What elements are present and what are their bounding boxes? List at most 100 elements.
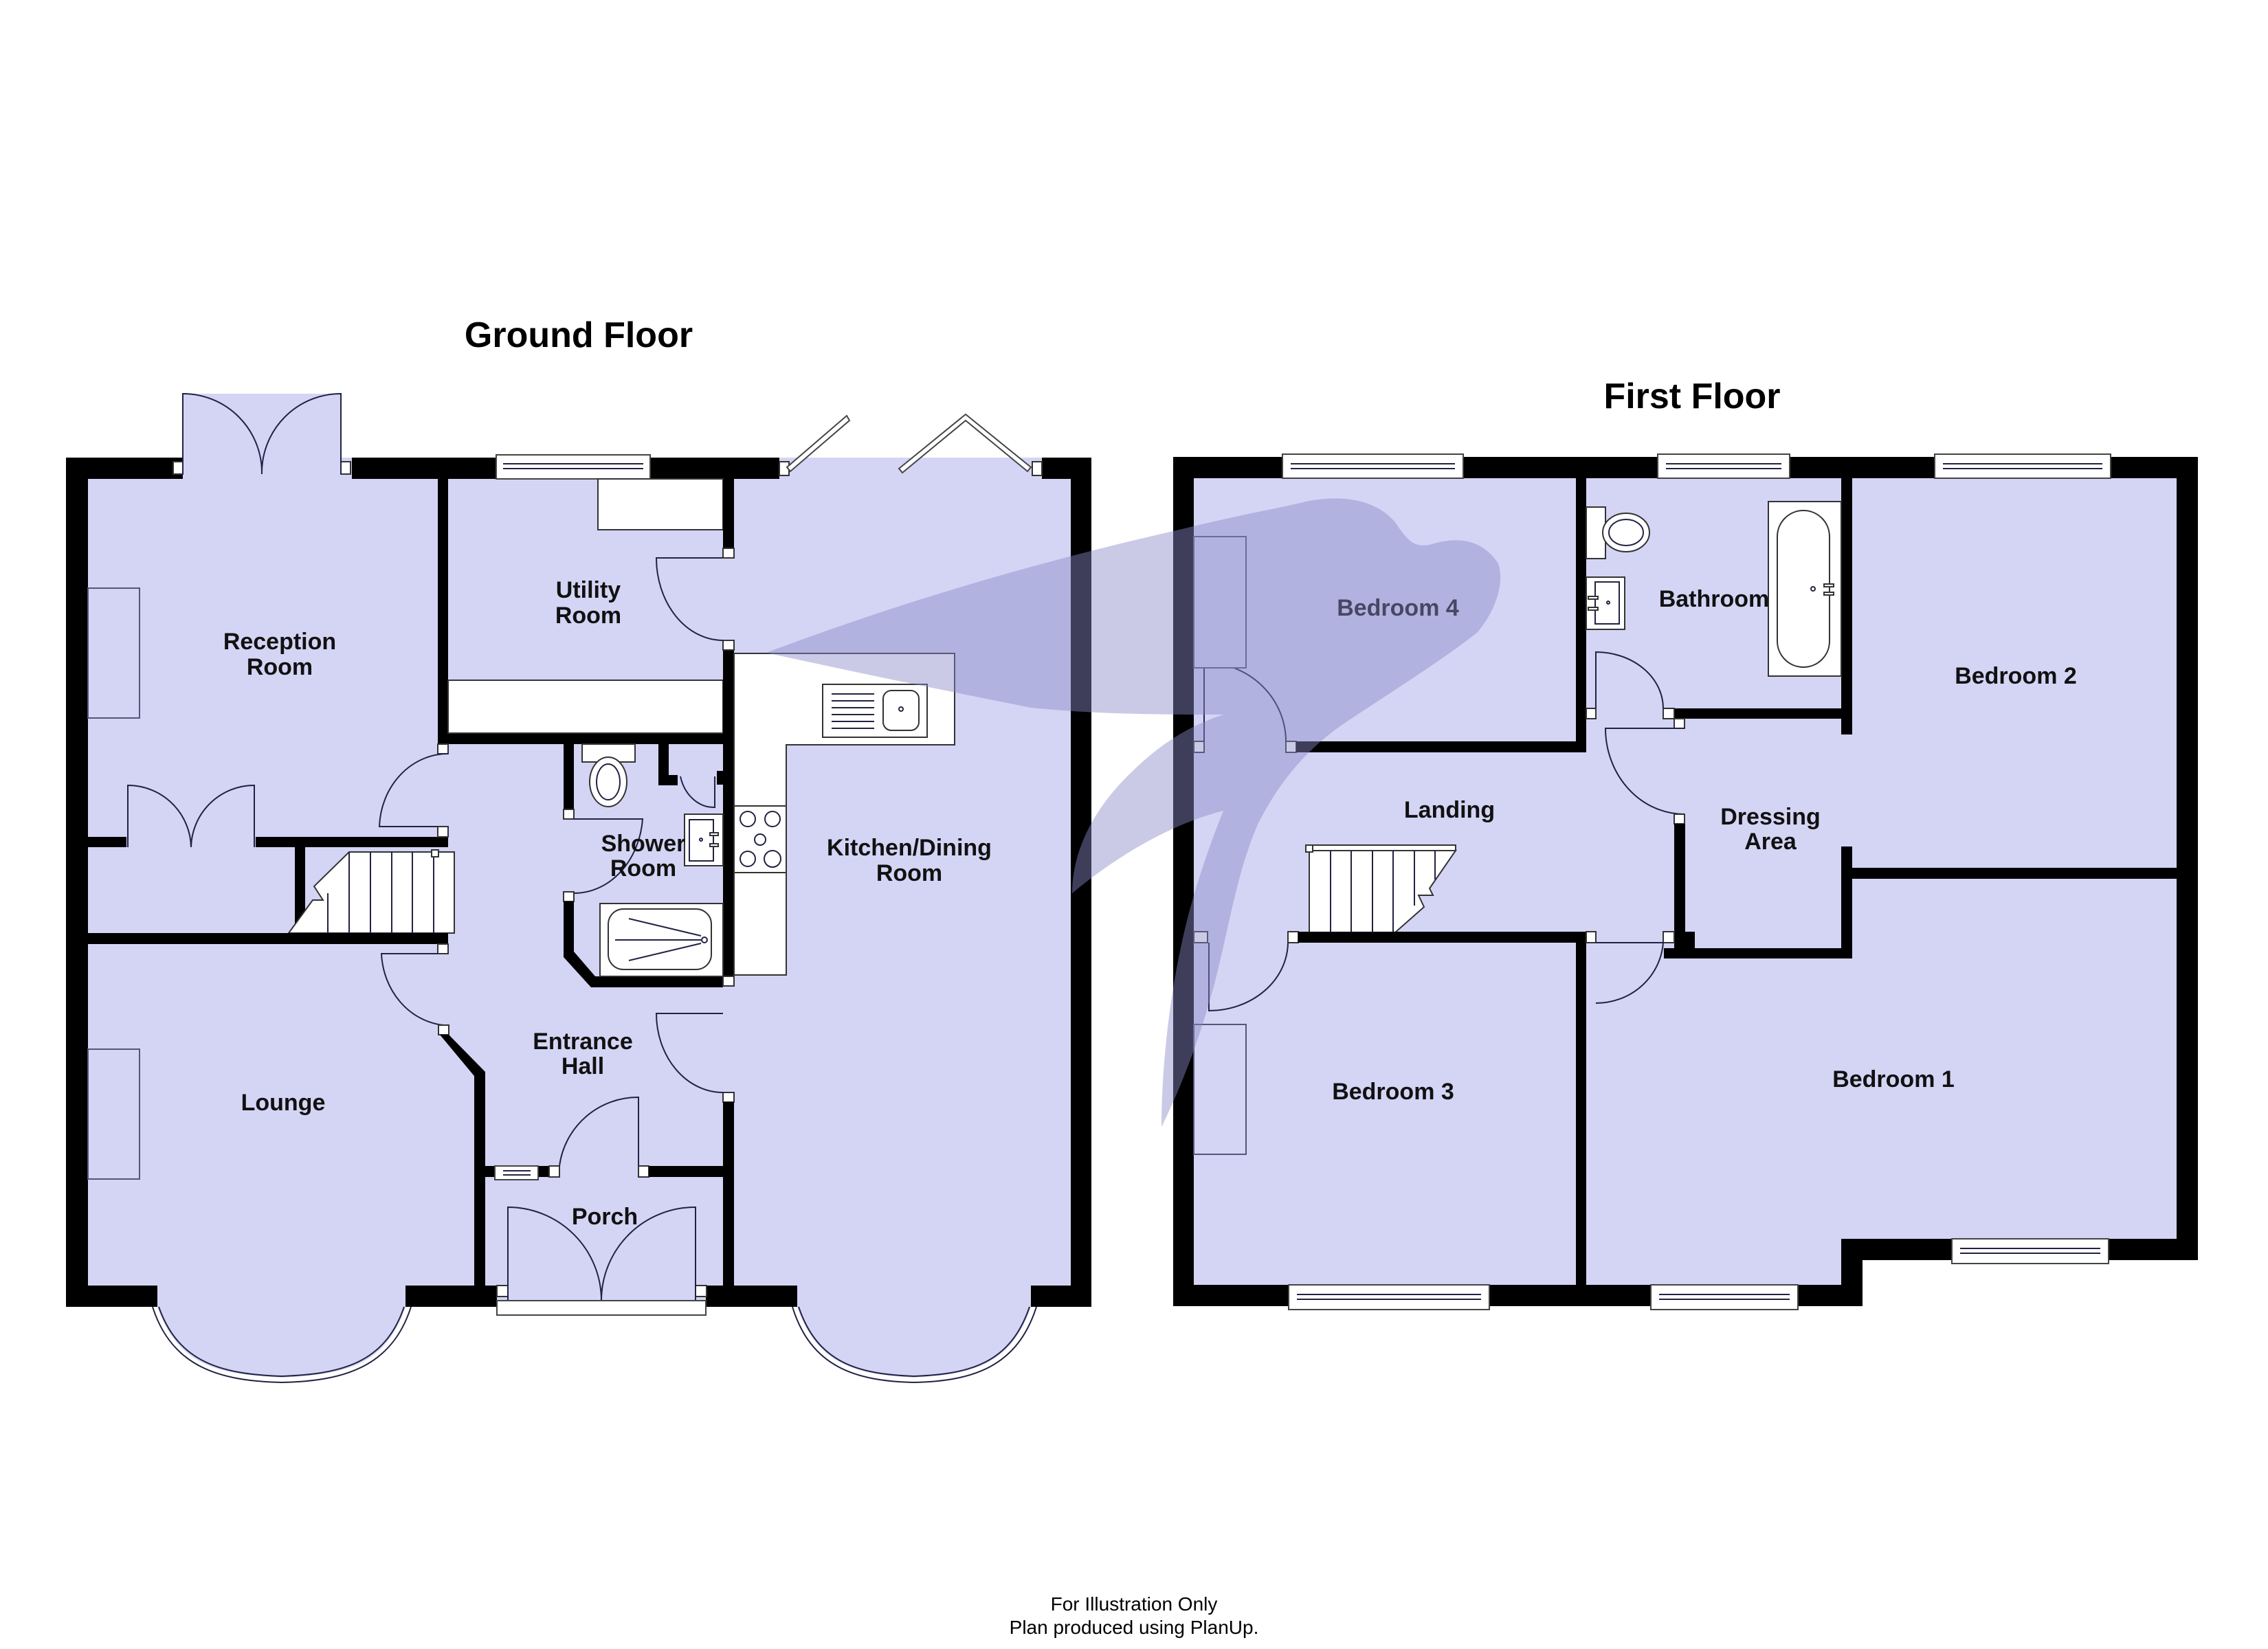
label-shower-room-2: Room [610, 855, 676, 882]
label-porch: Porch [572, 1204, 638, 1230]
door-jamb [1586, 708, 1597, 719]
wall [405, 1286, 497, 1307]
wall [1790, 457, 1935, 478]
utility-worktop [447, 680, 724, 734]
lounge-bay-window-inner [158, 1306, 405, 1378]
wall [1841, 846, 1852, 958]
wall [66, 1286, 157, 1307]
door-jamb [563, 809, 575, 820]
chimney-breast [87, 1048, 140, 1180]
dressing-area-door[interactable] [1604, 728, 1685, 815]
wall [1576, 478, 1586, 752]
wall [1173, 1285, 1289, 1306]
window [1282, 453, 1464, 479]
wall [1489, 1285, 1651, 1306]
porch-front-doors[interactable] [496, 1206, 707, 1316]
wall [66, 458, 88, 1307]
shower-tray [599, 903, 724, 977]
wall [1031, 1286, 1091, 1307]
door-jamb [1586, 931, 1597, 943]
toilet [581, 743, 636, 807]
footer-line-1: For Illustration Only [1050, 1593, 1218, 1615]
wall [658, 775, 678, 785]
staircase [287, 849, 455, 934]
wall [723, 1102, 734, 1286]
wall [1674, 708, 1841, 719]
wall [2109, 1239, 2198, 1260]
bathroom-basin [1586, 576, 1625, 630]
wall [1664, 948, 1852, 958]
wall [1852, 868, 2177, 879]
door-jamb [638, 1165, 649, 1178]
bedroom3-door[interactable] [1208, 942, 1289, 1012]
door-jamb [1193, 931, 1208, 943]
cupboard-door-right[interactable] [190, 784, 255, 848]
footer-line-2: Plan produced using PlanUp. [1009, 1617, 1259, 1638]
door-jamb [1674, 718, 1685, 729]
wall [1674, 824, 1685, 958]
bifold-doors [779, 413, 1043, 476]
window [494, 1165, 539, 1180]
chimney-breast [1193, 1024, 1247, 1155]
front-inner-door[interactable] [559, 1096, 639, 1167]
door-jamb [1663, 708, 1675, 719]
chimney-breast [87, 587, 140, 719]
ground-floor-plan: Reception Room Utility Room Shower Room … [66, 392, 1091, 1384]
wall [295, 847, 305, 933]
window [1650, 1284, 1799, 1310]
basin [684, 814, 724, 866]
label-lounge: Lounge [241, 1090, 326, 1116]
reception-door[interactable] [378, 753, 449, 827]
ground-floor-title: Ground Floor [465, 315, 693, 355]
label-bedroom-3: Bedroom 3 [1332, 1079, 1454, 1105]
label-entrance-hall: Entrance [533, 1029, 633, 1055]
first-floor-title: First Floor [1603, 377, 1780, 416]
door-jamb [1663, 931, 1675, 943]
wall [1173, 457, 1194, 1306]
swallow-watermark-icon [766, 498, 1501, 1127]
label-reception-room: Reception [223, 629, 336, 655]
wall [1463, 457, 1658, 478]
utility-worktop [597, 478, 724, 530]
label-utility-room: Utility [556, 577, 621, 603]
shower-room-door[interactable] [573, 818, 644, 895]
kitchen-bay-fill [797, 1307, 1031, 1378]
bathroom-door[interactable] [1595, 651, 1664, 709]
bedroom1-door[interactable] [1595, 942, 1665, 1005]
wall [1576, 932, 1586, 1285]
window [1934, 453, 2111, 479]
wall [1674, 932, 1695, 949]
wall [649, 1166, 723, 1177]
door-jamb [437, 826, 449, 838]
label-bedroom-2: Bedroom 2 [1955, 663, 2077, 689]
wall [438, 733, 734, 744]
wall [88, 933, 448, 944]
door-jamb [437, 943, 449, 954]
label-reception-room-2: Room [247, 654, 313, 680]
wall [2177, 457, 2198, 1260]
door-jamb [1674, 814, 1685, 824]
door-jamb [563, 891, 575, 902]
label-kitchen-dining-2: Room [876, 860, 942, 886]
lounge-door[interactable] [380, 953, 444, 1026]
cupboard-door[interactable] [680, 776, 715, 809]
chimney-breast [1193, 536, 1247, 669]
label-landing: Landing [1404, 797, 1495, 823]
wall [1798, 1285, 1863, 1306]
hob [733, 805, 787, 873]
door-jamb [548, 1165, 560, 1178]
door-jamb [722, 976, 735, 987]
kitchen-door[interactable] [655, 1013, 724, 1093]
window [496, 454, 651, 480]
footer-disclaimer: For Illustration Only Plan produced usin… [0, 1593, 2268, 1639]
label-kitchen-dining: Kitchen/Dining [827, 835, 992, 861]
utility-door[interactable] [655, 557, 724, 641]
kitchen-sink [822, 684, 928, 738]
label-dressing-area-2: Area [1744, 829, 1797, 855]
label-shower-room: Shower [601, 831, 686, 857]
window [1657, 453, 1790, 479]
door-jamb [722, 1092, 735, 1103]
cupboard-door-left[interactable] [127, 784, 192, 848]
kitchen-bay-window-inner [798, 1306, 1030, 1378]
wall [352, 458, 496, 479]
